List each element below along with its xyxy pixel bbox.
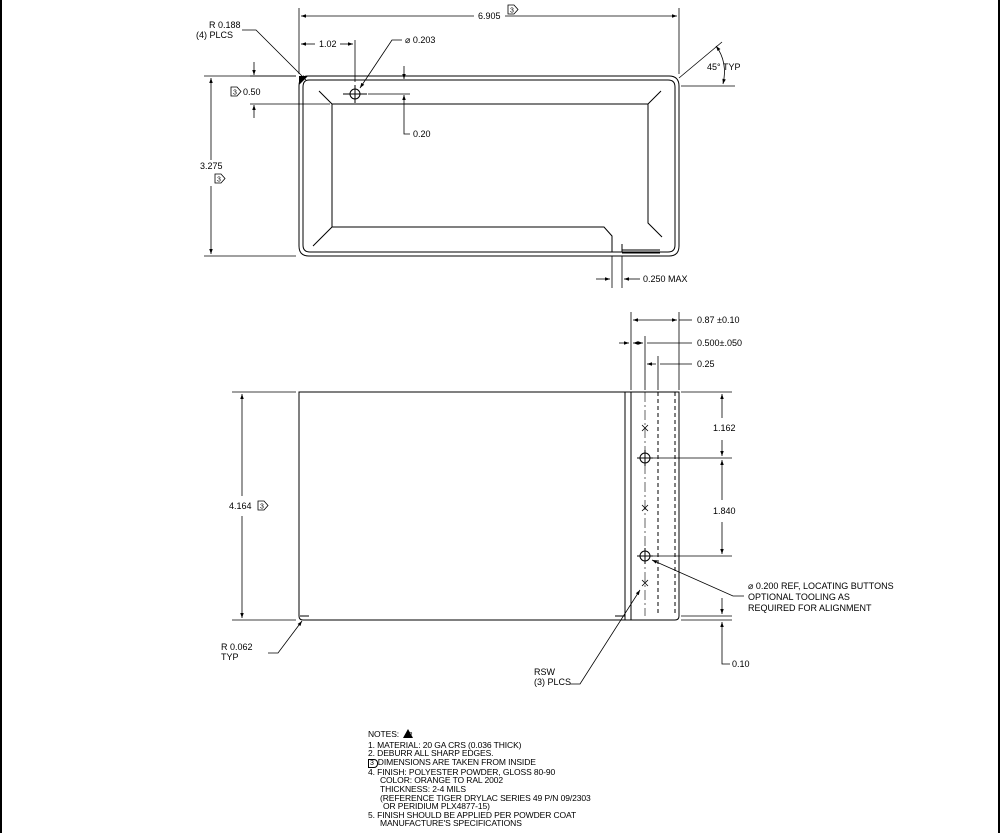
- dim-chamfer-angle: 45° TYP: [707, 62, 740, 72]
- right-border: [998, 0, 1000, 833]
- dim-bottom-offset: 0.10: [732, 659, 750, 669]
- note-weld-1: RSW: [534, 667, 556, 677]
- dim-corner-radius: R 0.188: [209, 20, 241, 30]
- note-3: DIMENSIONS ARE TAKEN FROM INSIDE: [377, 756, 536, 767]
- dim-spacing-mid: 1.840: [713, 506, 736, 516]
- dim-flange-depth-side: 0.87 ±0.10: [697, 315, 739, 325]
- flag-side-height-number: 3: [260, 504, 264, 511]
- top-view-outline: [299, 76, 679, 256]
- note-weld-2: (3) PLCS: [534, 677, 571, 687]
- flag-height-number: 3: [217, 177, 221, 184]
- side-view-outline: [299, 392, 679, 620]
- dim-hole-diameter: ⌀ 0.203: [405, 35, 435, 45]
- top-view-inner-edge: [303, 80, 675, 252]
- dim-side-height: 4.164: [229, 501, 252, 511]
- flag-symbols: [215, 5, 518, 510]
- left-border: [0, 0, 2, 833]
- note-5-continued: MANUFACTURE'S SPECIFICATIONS: [380, 818, 522, 829]
- revision-flag-icon: [403, 729, 414, 738]
- flag-height: [215, 174, 225, 183]
- flag-side-height: [258, 501, 268, 510]
- note-4-color: COLOR: ORANGE TO RAL 2002: [380, 775, 503, 786]
- note-4-alternate: OR PERIDIUM PLX4877-15): [383, 801, 490, 812]
- side-view: [299, 392, 679, 620]
- dim-hole-offset-x: 1.02: [319, 39, 337, 49]
- dim-stud-inset: 0.25: [697, 359, 715, 369]
- notes-block: NOTES: 2 1. MATERIAL: 20 GA CRS (0.036 T…: [368, 729, 648, 828]
- side-view-labels: 0.87 ±0.10 0.500±.050 0.25 1.162 1.840 4…: [221, 315, 894, 687]
- weld-marks: [642, 425, 648, 586]
- dim-bend-radius-note: TYP: [221, 652, 239, 662]
- dim-corner-radius-count: (4) PLCS: [196, 30, 233, 40]
- note-4-thickness: THICKNESS: 2-4 MILS: [380, 783, 466, 794]
- top-view-labels: 6.905 R 0.188 (4) PLCS 1.02 ⌀ 0.203 0.50…: [196, 11, 740, 284]
- notes-title: NOTES:: [368, 729, 400, 739]
- note-button-2: OPTIONAL TOOLING AS: [748, 592, 850, 602]
- note-2: 2. DEBURR ALL SHARP EDGES.: [368, 748, 494, 759]
- top-view: [299, 76, 679, 256]
- top-view-flange-panel: [313, 91, 662, 246]
- note-button-1: ⌀ 0.200 REF, LOCATING BUTTONS: [748, 581, 894, 591]
- note-1: 1. MATERIAL: 20 GA CRS (0.036 THICK): [368, 739, 522, 750]
- note-5: 5. FINISH SHOULD BE APPLIED PER POWDER C…: [368, 809, 577, 820]
- dim-width: 6.905: [478, 11, 501, 21]
- dim-height: 3.275: [200, 161, 223, 171]
- top-view-dimensions: [204, 8, 735, 288]
- notes-title-row: NOTES: 2: [368, 729, 648, 741]
- dim-stud-offset: 0.500±.050: [697, 338, 742, 348]
- dim-gap: 0.250 MAX: [643, 274, 688, 284]
- note-4-reference: (REFERENCE TIGER DRYLAC SERIES 49 P/N 09…: [380, 792, 591, 803]
- flag-width: [508, 5, 518, 14]
- dim-hole-offset-y: 0.20: [413, 129, 431, 139]
- flag-flange-number: 3: [233, 90, 237, 97]
- flag-flange: [231, 87, 241, 96]
- note-3-flag: 3: [368, 758, 378, 768]
- note-button-3: REQUIRED FOR ALIGNMENT: [748, 603, 872, 613]
- dim-flange-depth: 0.50: [243, 87, 261, 97]
- dim-spacing-top: 1.162: [713, 423, 736, 433]
- note-4: 4. FINISH: POLYESTER POWDER, GLOSS 80-90: [368, 766, 556, 777]
- dim-bend-radius: R 0.062: [221, 642, 253, 652]
- side-view-dimensions: [232, 312, 744, 684]
- flag-width-number: 3: [510, 8, 514, 15]
